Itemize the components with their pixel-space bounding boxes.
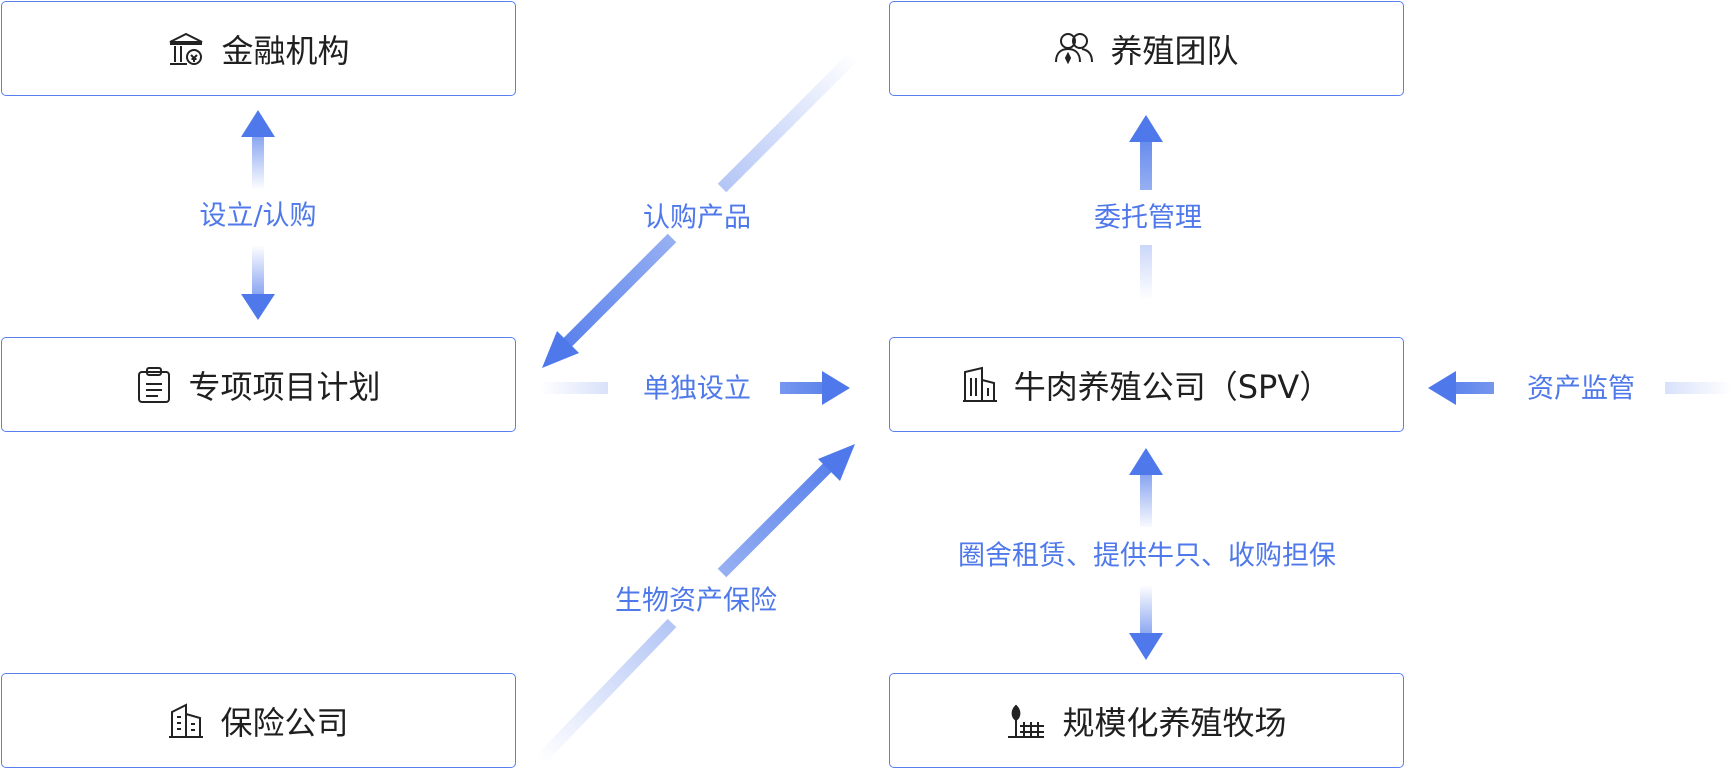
- node-label: 牛肉养殖公司（SPV）: [1013, 367, 1332, 406]
- node-beef-company: 牛肉养殖公司（SPV）: [889, 337, 1404, 432]
- node-label: 金融机构: [221, 31, 350, 70]
- arrow-establish-subscribe: [241, 110, 275, 320]
- office-building-icon: [168, 702, 204, 740]
- edge-label-asset-supervision: 资产监管: [1527, 373, 1635, 405]
- node-special-plan: 专项项目计划: [1, 337, 516, 432]
- arrow-biological-asset-insurance: [535, 444, 855, 765]
- edge-label-establish-subscribe: 设立/认购: [199, 200, 317, 232]
- arrow-separate-establishment: [540, 371, 850, 405]
- node-insurance-company: 保险公司: [1, 673, 516, 768]
- edge-label-entrusted-management: 委托管理: [1094, 202, 1202, 234]
- arrow-subscribe-product: [542, 50, 860, 368]
- edge-label-subscribe-product: 认购产品: [643, 202, 751, 234]
- node-label: 保险公司: [220, 703, 349, 742]
- edge-label-separate-establishment: 单独设立: [643, 373, 751, 405]
- edge-label-biological-asset-insurance: 生物资产保险: [615, 585, 777, 617]
- node-financial-institution: 金融机构: [1, 1, 516, 96]
- bank-icon: [167, 30, 205, 68]
- clipboard-icon: [136, 366, 172, 404]
- node-label: 规模化养殖牧场: [1062, 703, 1287, 742]
- arrow-pen-lease: [1129, 448, 1163, 660]
- node-label: 专项项目计划: [188, 367, 381, 406]
- arrow-entrusted-management: [1129, 115, 1163, 300]
- ranch-icon: [1006, 702, 1046, 740]
- building-icon: [962, 366, 998, 404]
- edge-label-pen-lease: 圈舍租赁、提供牛只、收购担保: [958, 540, 1336, 572]
- arrow-asset-supervision: [1428, 371, 1732, 405]
- node-ranch: 规模化养殖牧场: [889, 673, 1404, 768]
- users-icon: [1054, 30, 1094, 68]
- node-breeding-team: 养殖团队: [889, 1, 1404, 96]
- node-label: 养殖团队: [1110, 31, 1239, 70]
